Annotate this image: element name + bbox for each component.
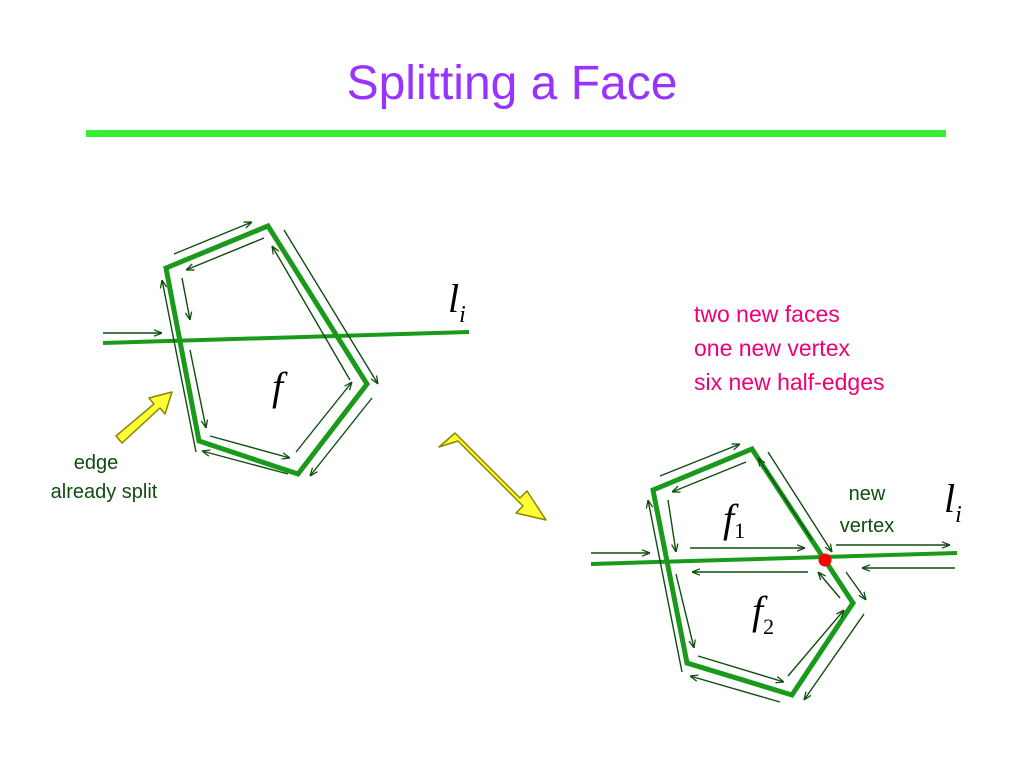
face-label-f2: f2 xyxy=(752,588,774,639)
line-label-base: l xyxy=(448,276,459,321)
callout-line-2: one new vertex xyxy=(694,335,850,361)
line-label-li-right: li xyxy=(944,476,962,528)
new-vertex-dot xyxy=(818,553,832,567)
half-edge-arrows xyxy=(103,222,378,476)
right-figure: f1 f2 li new vertex xyxy=(590,443,962,703)
edge-note-line1: edge xyxy=(74,452,119,474)
face1-sub: 1 xyxy=(734,518,745,543)
vertex-note-line1: new xyxy=(849,483,886,505)
face-label-f1: f1 xyxy=(723,496,745,543)
vertex-note-line2: vertex xyxy=(840,515,894,537)
transition-arrow-icon xyxy=(438,432,547,521)
edge-note-line2: already split xyxy=(51,481,158,503)
line-label-li: li xyxy=(448,276,466,328)
left-figure: f li edge already split xyxy=(51,222,470,503)
pointer-arrow-icon xyxy=(115,391,173,444)
line-label-sub: i xyxy=(955,502,962,528)
slide-title: Splitting a Face xyxy=(346,57,678,110)
face-boundary xyxy=(163,222,371,477)
splitting-line xyxy=(590,551,958,566)
face-label-f: f xyxy=(272,364,288,409)
splitting-line xyxy=(102,330,470,345)
callout-line-3: six new half-edges xyxy=(694,369,885,395)
callout-line-1: two new faces xyxy=(694,301,840,327)
callout-text: two new faces one new vertex six new hal… xyxy=(694,301,885,395)
title-underline xyxy=(86,130,946,137)
line-label-base: l xyxy=(944,476,955,521)
line-label-sub: i xyxy=(459,302,466,328)
half-edge-arrows xyxy=(591,443,955,703)
face2-sub: 2 xyxy=(763,614,774,639)
split-face-boundary xyxy=(650,445,856,698)
